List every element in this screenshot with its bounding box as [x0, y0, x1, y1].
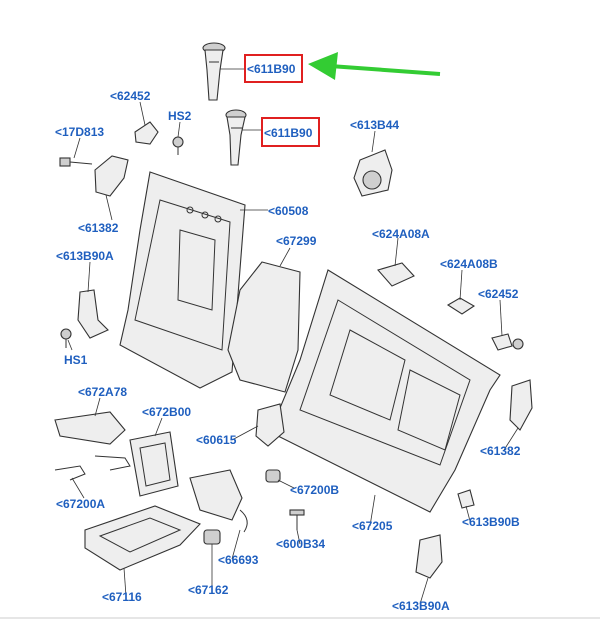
bracket-62452-top: [134, 121, 159, 145]
headrest-guide-mid: [225, 109, 247, 166]
screw-hs1: [60, 328, 72, 348]
label-672a78: <672A78: [78, 385, 127, 399]
label-67116: <67116: [102, 590, 142, 604]
label-613b44: <613B44: [350, 118, 399, 132]
bracket-613b90b: [457, 489, 475, 509]
seat-back-frame-60508: [119, 171, 246, 389]
bracket-613b90a-bottom: [415, 534, 443, 579]
label-613b90b: <613B90B: [462, 515, 520, 529]
label-624a08b: <624A08B: [440, 257, 498, 271]
label-67205: <67205: [352, 519, 393, 533]
frame-672b00: [129, 431, 179, 497]
label-672b00: <672B00: [142, 405, 191, 419]
knob-67200b: [265, 469, 281, 483]
label-624a08a: <624A08A: [372, 227, 430, 241]
label-67299: <67299: [276, 234, 317, 248]
bracket-613b90a-left: [77, 289, 109, 339]
label-17d813: <17D813: [55, 125, 104, 139]
bracket-60615: [255, 403, 285, 447]
pin-600b34: [289, 509, 305, 530]
label-66693: <66693: [218, 553, 259, 567]
clips-67200a: [54, 455, 131, 481]
label-600b34: <600B34: [276, 537, 325, 551]
cushion-panel-67299: [227, 261, 301, 393]
cover-624a08a: [377, 262, 415, 287]
leader-lines: [67, 68, 519, 605]
retractor-613b44: [353, 149, 393, 197]
label-611b90-mid: <611B90: [264, 126, 313, 140]
hinge-bracket: [189, 469, 243, 521]
screw-hs2: [172, 136, 184, 155]
label-61382-right: <61382: [480, 444, 521, 458]
label-hs2: HS2: [168, 109, 192, 123]
tray-672a78: [54, 411, 126, 445]
label-hs1: HS1: [64, 353, 88, 367]
latch-61382-right: [509, 379, 533, 431]
headrest-guide-top: [202, 42, 226, 101]
label-613b90a-left: <613B90A: [56, 249, 114, 263]
latch-61382-left: [94, 155, 129, 197]
highlight-box-611b90-top: [244, 54, 303, 83]
seat-back-frame-67205: [269, 269, 501, 513]
bushing-67162: [203, 529, 221, 545]
highlight-box-611b90-mid: [261, 117, 320, 147]
label-611b90-top: <611B90: [247, 62, 296, 76]
label-67200a: <67200A: [56, 497, 105, 511]
label-613b90a-bottom: <613B90A: [392, 599, 450, 613]
label-62452-top: <62452: [110, 89, 151, 103]
strap-62452-right: [491, 333, 524, 351]
green-arrow-icon: [308, 52, 441, 80]
spring-66693: [239, 509, 248, 533]
bolt-17d813: [59, 157, 93, 167]
label-67162: <67162: [188, 583, 229, 597]
label-67200b: <67200B: [290, 483, 339, 497]
label-62452-right: <62452: [478, 287, 519, 301]
label-60508: <60508: [268, 204, 309, 218]
label-60615: <60615: [196, 433, 237, 447]
base-67116: [84, 505, 201, 571]
bezel-624a08b: [446, 297, 476, 315]
label-61382-left: <61382: [78, 221, 119, 235]
